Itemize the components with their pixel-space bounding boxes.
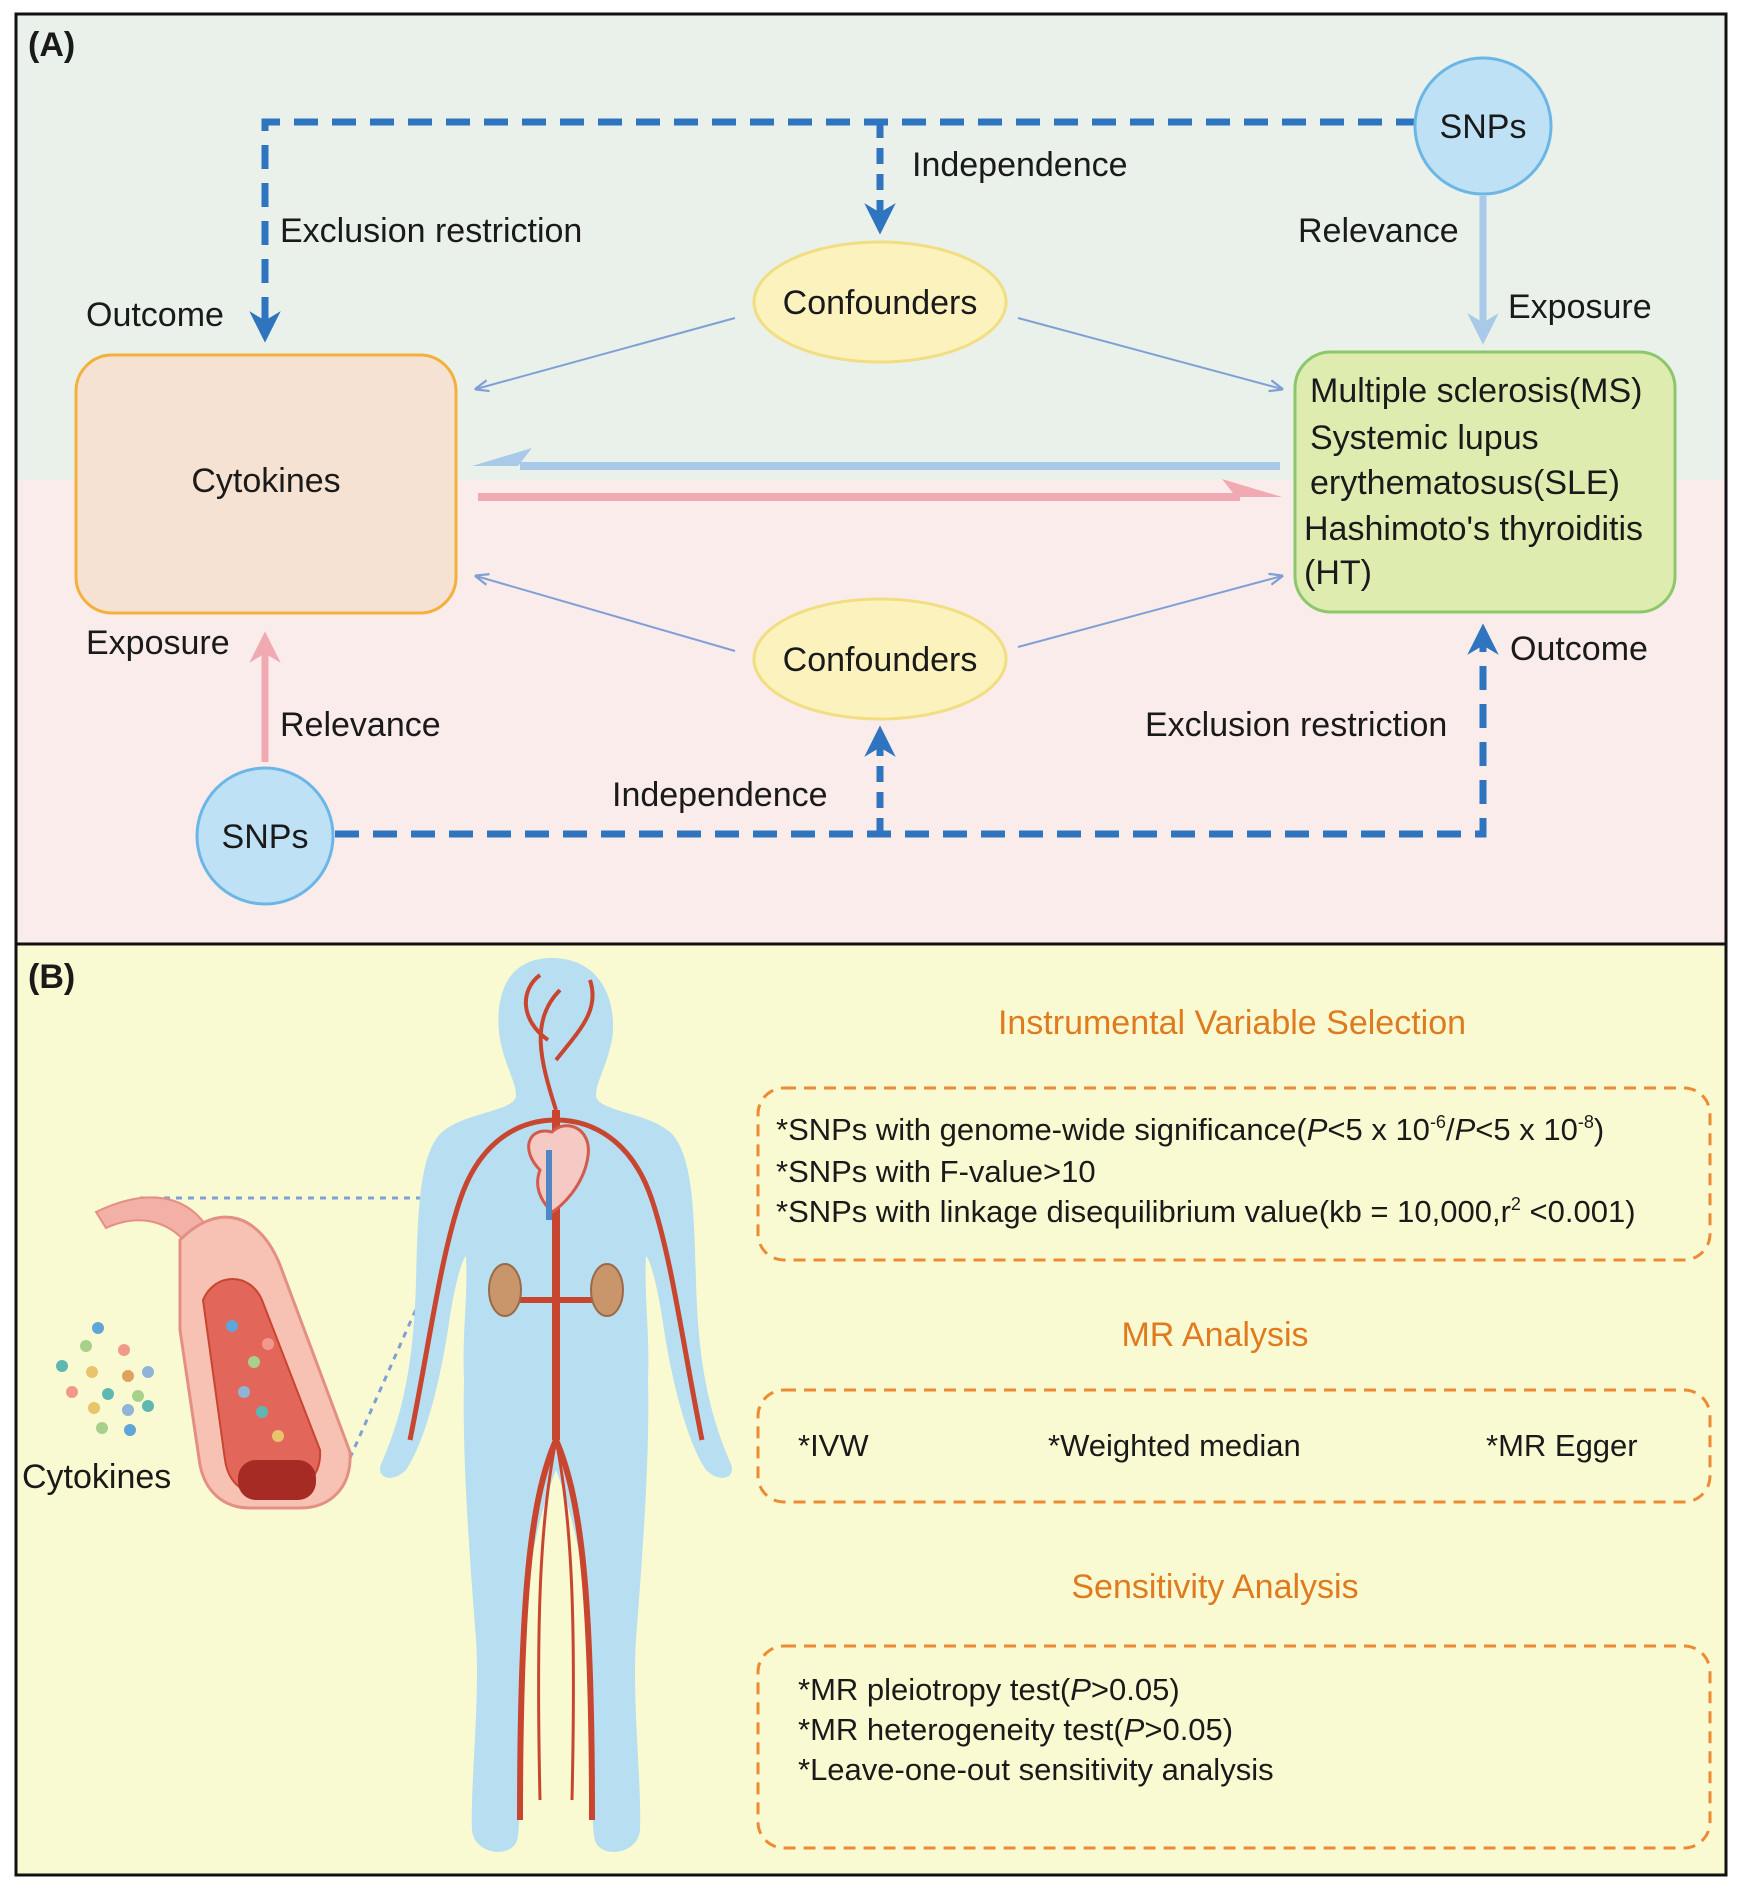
confounders-bottom: Confounders [752, 597, 1008, 721]
sens-item-2: *MR heterogeneity test(P>0.05) [798, 1712, 1233, 1747]
bottom-exposure-label: Exposure [86, 624, 230, 662]
panel-b-tag: (B) [28, 958, 75, 996]
zoom-connector-bottom [348, 1209, 462, 1459]
disease-ms: Multiple sclerosis(MS) [1310, 372, 1643, 410]
cytokines-box-label: Cytokines [191, 462, 340, 500]
svg-text:SNPs: SNPs [222, 818, 309, 856]
svg-text:Confounders: Confounders [783, 284, 978, 322]
sens-item-1: *MR pleiotropy test(P>0.05) [798, 1672, 1180, 1707]
mr-methods-box [756, 1388, 1712, 1504]
bottom-outcome-label: Outcome [1510, 630, 1648, 668]
confounder-top-to-cytokines-arrow [476, 317, 736, 389]
svg-text:SNPs: SNPs [1440, 108, 1527, 146]
confounder-bottom-to-cytokines-arrow [476, 576, 736, 652]
disease-sle-2: erythematosus(SLE) [1310, 464, 1620, 502]
iv-criterion-2: *SNPs with F-value>10 [776, 1154, 1096, 1189]
disease-box: Multiple sclerosis(MS) Systemic lupus er… [1293, 350, 1677, 614]
confounder-bottom-to-disease-arrow [1017, 576, 1282, 648]
sens-item-3: *Leave-one-out sensitivity analysis [798, 1752, 1274, 1787]
blood-vessel-illustration [94, 1196, 352, 1510]
iv-criteria-box [756, 1086, 1712, 1262]
mr-heading: MR Analysis [1121, 1316, 1308, 1354]
cytokines-box: Cytokines [74, 353, 458, 615]
cytokines-illustration-label: Cytokines [22, 1458, 171, 1496]
kidney-icon [488, 1263, 624, 1317]
sens-box [756, 1644, 1712, 1850]
top-exclusion-label: Exclusion restriction [280, 212, 582, 250]
disease-ht-2: (HT) [1304, 554, 1372, 592]
panel-b: (B) Cytokines [14, 942, 1728, 1877]
snps-bottom: SNPs [195, 766, 335, 906]
bottom-exclusion-label: Exclusion restriction [1145, 706, 1447, 744]
snps-top: SNPs [1413, 56, 1553, 196]
confounder-top-to-disease-arrow [1017, 317, 1282, 389]
svg-text:Confounders: Confounders [783, 641, 978, 679]
disease-sle-1: Systemic lupus [1310, 419, 1539, 457]
top-independence-label: Independence [912, 146, 1128, 184]
panel-a: (A) Cytokines [14, 12, 1728, 946]
bottom-relevance-label: Relevance [280, 706, 441, 744]
reverse-direction-arrow [472, 448, 1280, 470]
forward-direction-arrow [478, 479, 1282, 501]
panel-a-tag: (A) [28, 26, 75, 64]
human-body-illustration [380, 958, 732, 1852]
heart-icon [527, 1124, 590, 1220]
mr-method-ivw: *IVW [798, 1428, 869, 1463]
cytokine-particles [56, 1322, 154, 1436]
top-exposure-label: Exposure [1508, 288, 1652, 326]
iv-criterion-1: *SNPs with genome-wide significance(P<5 … [776, 1112, 1604, 1147]
sens-heading: Sensitivity Analysis [1071, 1568, 1358, 1606]
top-relevance-label: Relevance [1298, 212, 1459, 250]
mr-method-egger: *MR Egger [1486, 1428, 1638, 1463]
disease-ht-1: Hashimoto's thyroiditis [1304, 510, 1643, 548]
mr-method-weighted-median: *Weighted median [1048, 1428, 1301, 1463]
iv-criterion-3: *SNPs with linkage disequilibrium value(… [776, 1194, 1636, 1229]
iv-heading: Instrumental Variable Selection [998, 1004, 1466, 1042]
confounders-top: Confounders [752, 240, 1008, 364]
bottom-exclusion-arrow [335, 623, 1499, 838]
bottom-independence-label: Independence [612, 776, 828, 814]
top-outcome-label: Outcome [86, 296, 224, 334]
top-exclusion-arrow [249, 118, 1420, 343]
